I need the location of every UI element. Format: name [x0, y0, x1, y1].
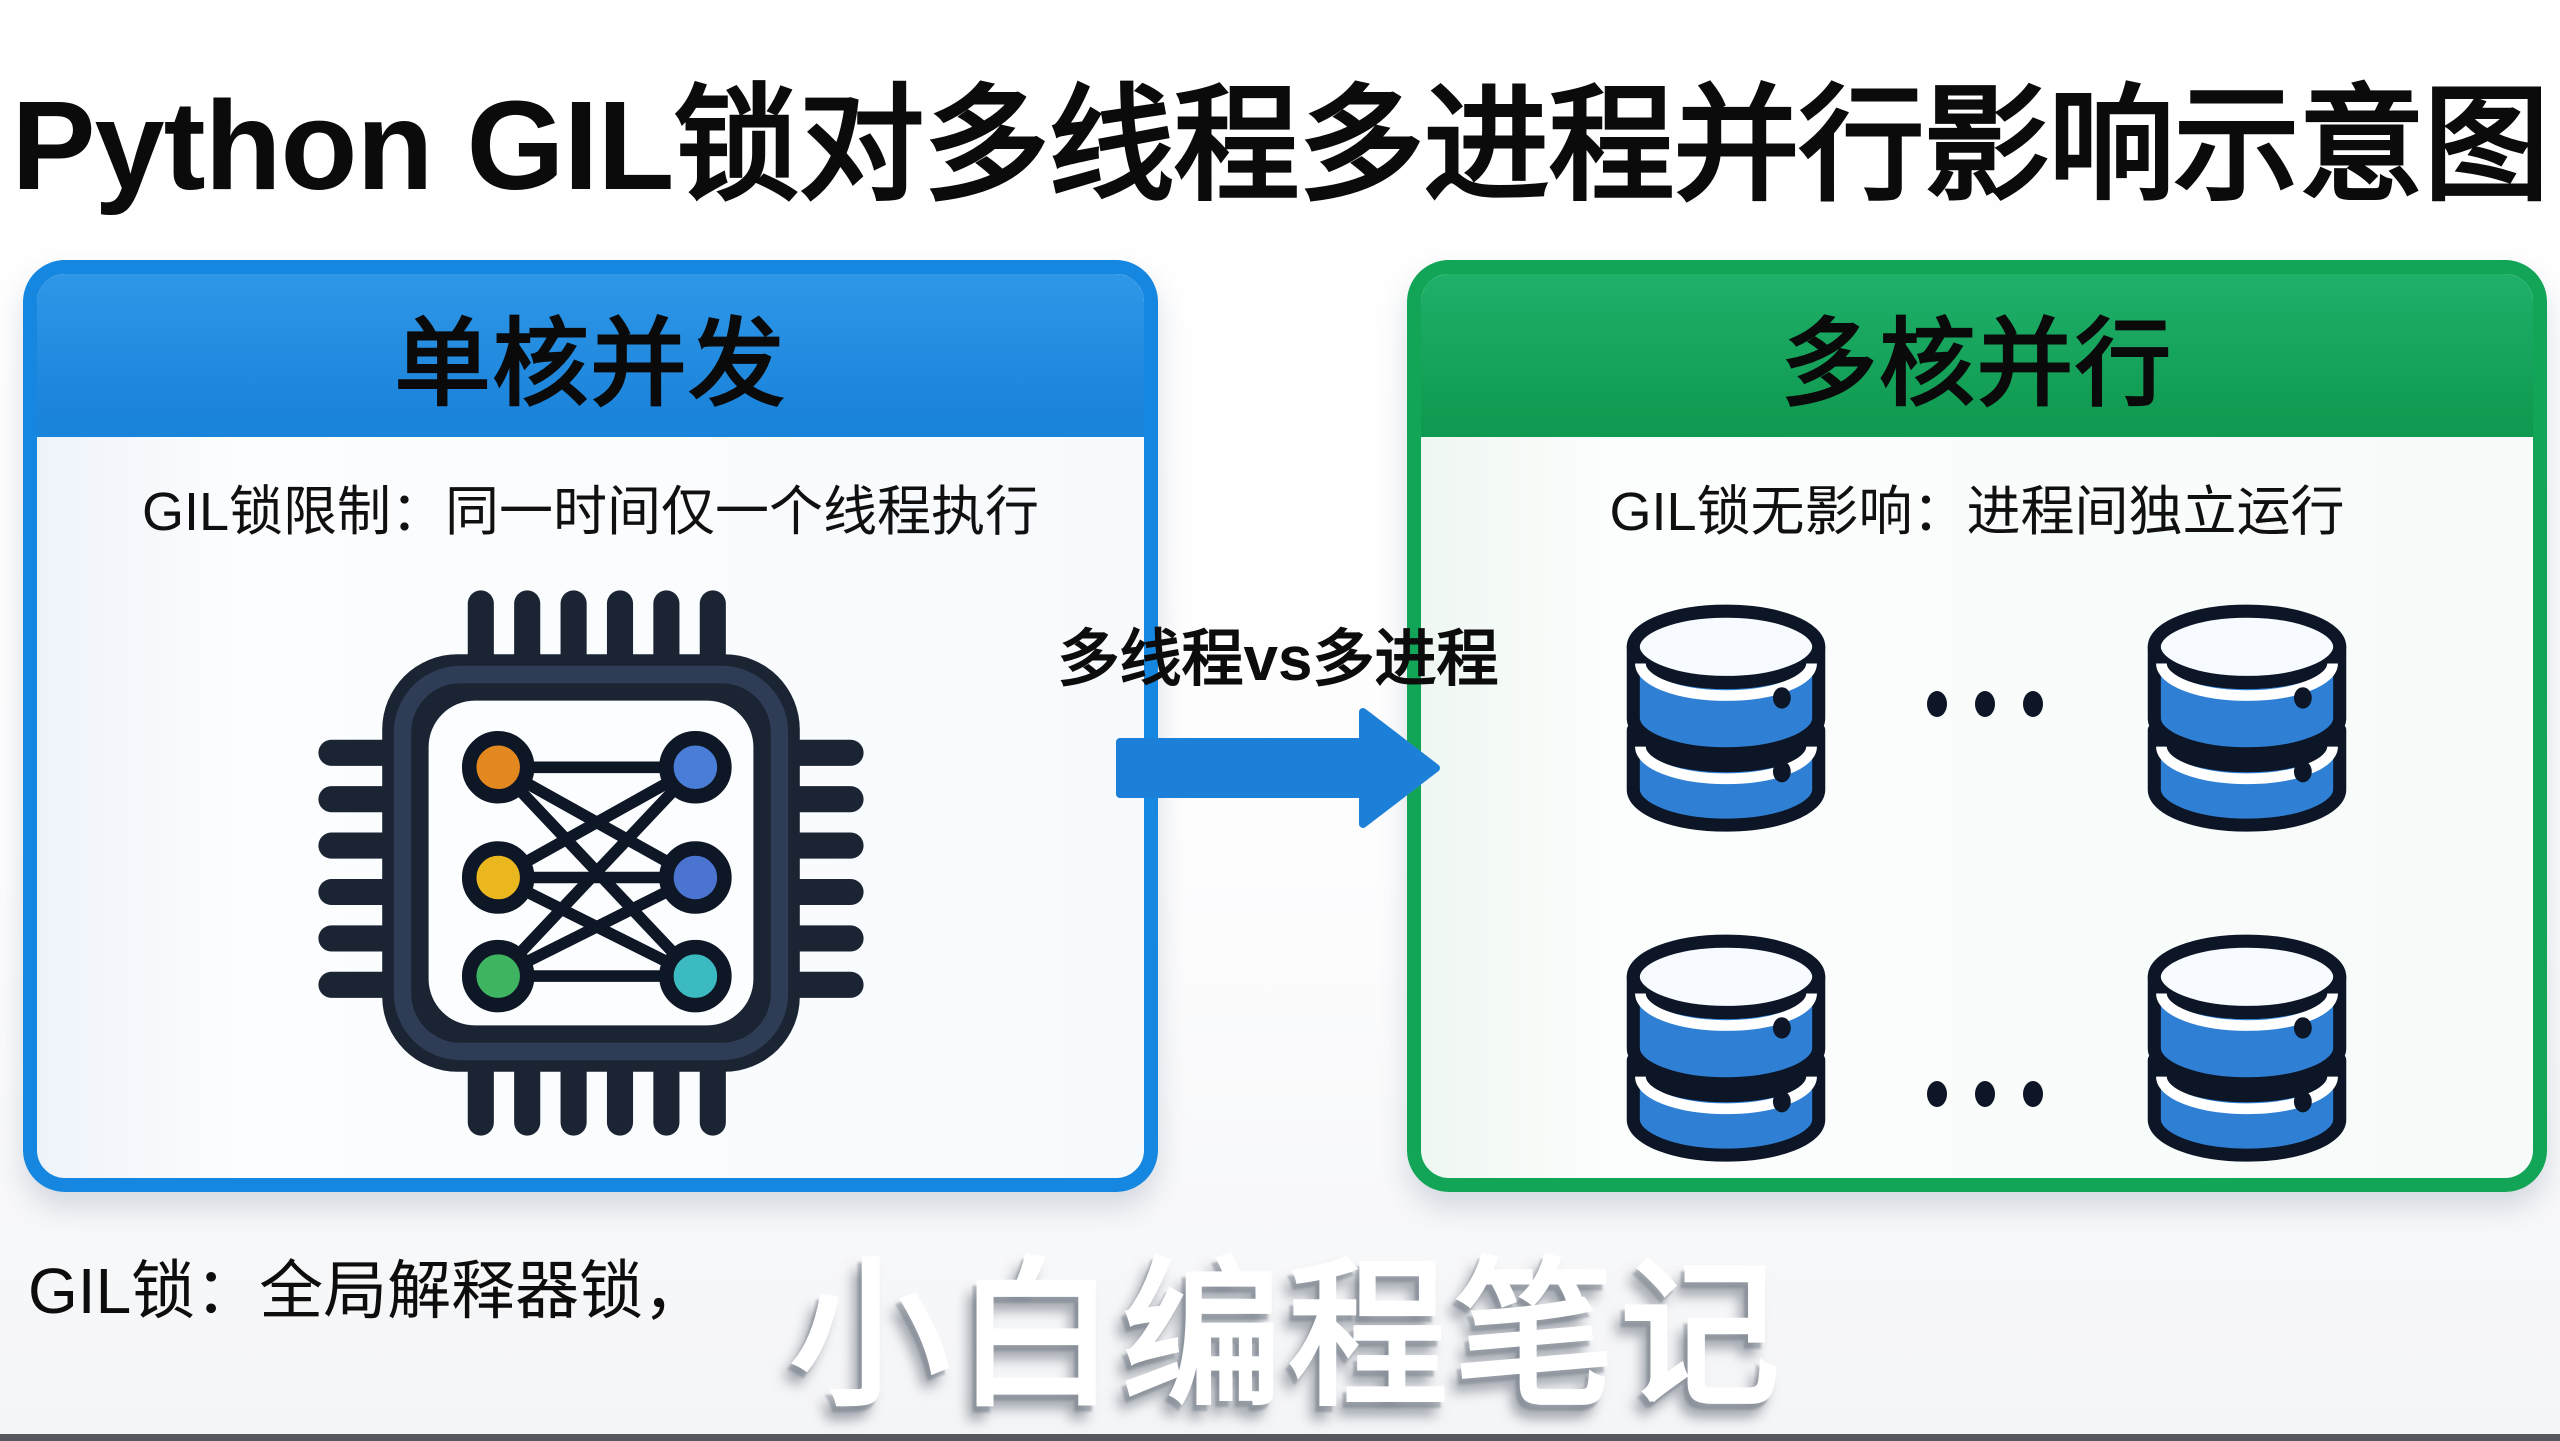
- dot: [1975, 1081, 1995, 1107]
- ellipsis-dots: [1910, 1078, 2060, 1110]
- dot: [1975, 691, 1995, 717]
- single-core-description: GIL锁限制：同一时间仅一个线程执行: [141, 482, 1040, 542]
- database-icon: [1626, 604, 1826, 832]
- bottom-bar: [0, 1434, 2560, 1441]
- watermark: 小白编程笔记: [790, 1246, 1787, 1425]
- page-title: Python GIL锁对多线程多进程并行影响示意图: [11, 75, 2550, 216]
- comparison-label: 多线程vs多进程: [1057, 625, 1499, 694]
- database-icon: [2147, 934, 2347, 1162]
- multi-core-panel: 多核并行 GIL锁无影响：进程间独立运行: [1407, 260, 2547, 1192]
- cpu-chip-icon: [317, 590, 864, 1136]
- dot: [2023, 1081, 2043, 1107]
- database-icon: [2147, 604, 2347, 832]
- footer-note: GIL锁：全局解释器锁，: [28, 1255, 708, 1327]
- single-core-header: 单核并发: [37, 274, 1144, 437]
- ellipsis-dots: [1910, 688, 2060, 720]
- right-arrow-icon: [1116, 708, 1440, 828]
- multi-core-header: 多核并行: [1421, 274, 2533, 437]
- single-core-panel: 单核并发 GIL锁限制：同一时间仅一个线程执行: [23, 260, 1158, 1192]
- dot: [1927, 1081, 1947, 1107]
- database-icon: [1626, 934, 1826, 1162]
- dot: [2023, 691, 2043, 717]
- dot: [1927, 691, 1947, 717]
- multi-core-description: GIL锁无影响：进程间独立运行: [1609, 482, 2345, 542]
